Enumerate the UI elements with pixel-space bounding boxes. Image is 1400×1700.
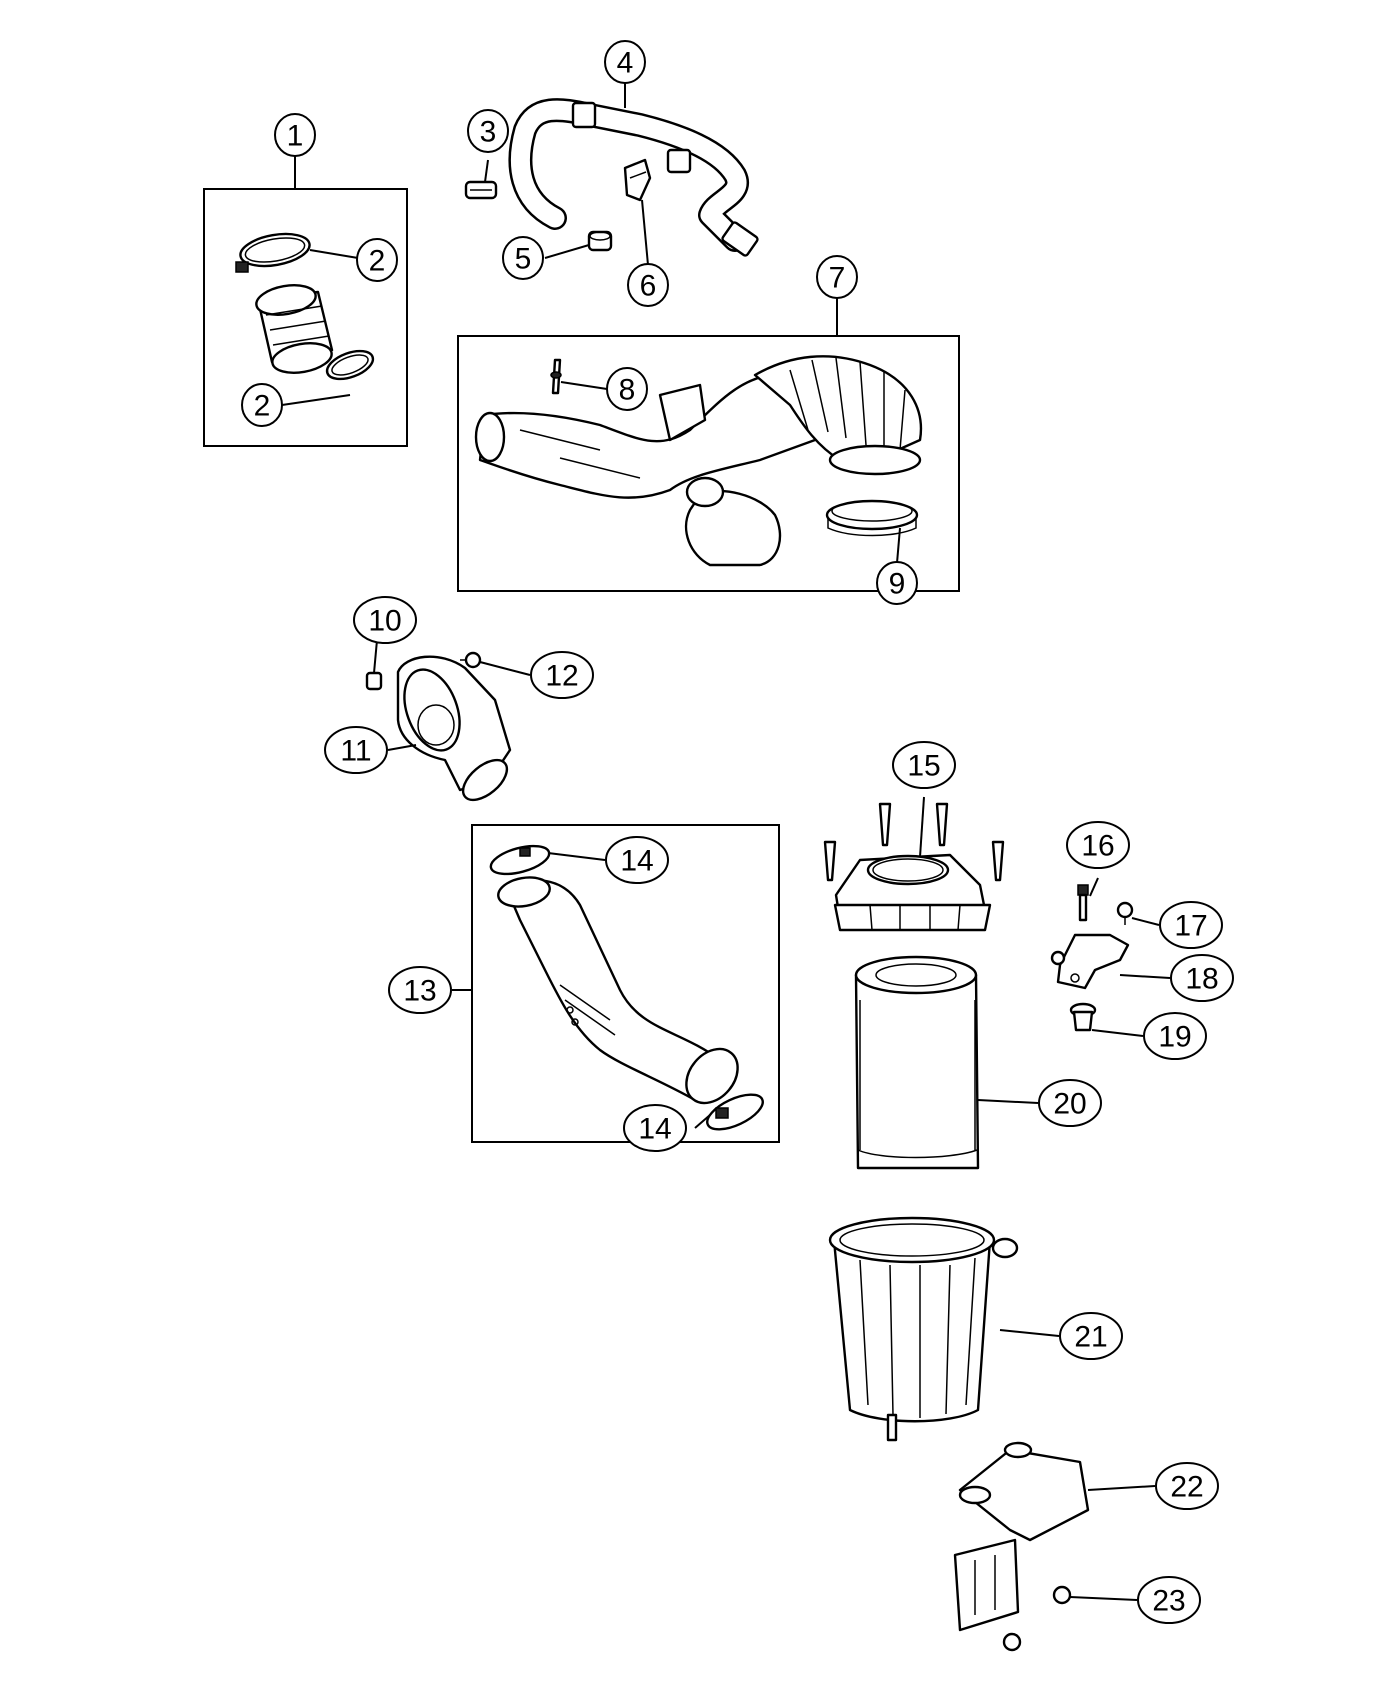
part-air-cleaner-cover	[823, 802, 1005, 932]
callout-23: 23	[1137, 1576, 1201, 1624]
callout-label: 22	[1170, 1471, 1203, 1504]
callout-label: 21	[1074, 1321, 1107, 1354]
callout-21: 21	[1059, 1312, 1123, 1360]
group-box-1	[203, 188, 408, 447]
callout-2-upper: 2	[356, 238, 398, 282]
part-clean-air-duct	[497, 876, 739, 1105]
callout-label: 9	[889, 568, 906, 601]
callout-4: 4	[604, 40, 646, 84]
callout-2-lower: 2	[241, 383, 283, 427]
callout-14-top: 14	[605, 836, 669, 884]
callout-label: 6	[640, 270, 657, 303]
part-nut-23	[1002, 1585, 1072, 1652]
callout-label: 15	[907, 750, 940, 783]
callout-label: 2	[254, 390, 271, 423]
leader-lines	[281, 83, 1171, 1601]
part-retainer-clip	[623, 158, 652, 202]
callout-label: 2	[369, 245, 386, 278]
callout-9: 9	[876, 561, 918, 605]
group-box-7	[457, 335, 960, 592]
callout-label: 14	[620, 845, 653, 878]
group-box-13	[471, 824, 780, 1143]
callout-8: 8	[606, 367, 648, 411]
part-air-inlet-duct	[474, 355, 923, 567]
callout-label: 19	[1158, 1021, 1191, 1054]
part-screw-12	[460, 651, 482, 669]
part-coupler-with-clamps	[235, 232, 375, 381]
callout-label: 16	[1081, 830, 1114, 863]
callout-6: 6	[627, 263, 669, 307]
callout-label: 8	[619, 374, 636, 407]
callout-label: 14	[638, 1113, 671, 1146]
callout-7: 7	[816, 255, 858, 299]
callout-17: 17	[1159, 901, 1223, 949]
callout-label: 5	[515, 243, 532, 276]
part-support-bracket	[953, 1441, 1090, 1632]
callout-label: 1	[287, 120, 304, 153]
callout-label: 18	[1185, 963, 1218, 996]
callout-12: 12	[530, 651, 594, 699]
part-cap-top	[489, 844, 551, 876]
part-clip-small	[365, 671, 383, 691]
part-large-clamp	[825, 499, 919, 537]
callout-label: 20	[1053, 1088, 1086, 1121]
part-air-cleaner-housing	[828, 1216, 1019, 1442]
callout-22: 22	[1155, 1462, 1219, 1510]
callout-13: 13	[388, 966, 452, 1014]
callout-label: 7	[829, 262, 846, 295]
callout-20: 20	[1038, 1079, 1102, 1127]
callout-19: 19	[1143, 1012, 1207, 1060]
callout-label: 3	[480, 116, 497, 149]
callout-5: 5	[502, 236, 544, 280]
part-grommet	[1069, 1002, 1097, 1032]
part-hose-clip	[464, 180, 498, 200]
callout-11: 11	[324, 726, 388, 774]
part-hose-clamp	[587, 230, 613, 252]
callout-label: 12	[545, 660, 578, 693]
callout-10: 10	[353, 596, 417, 644]
callout-16: 16	[1066, 821, 1130, 869]
callout-label: 11	[340, 735, 371, 768]
part-screw-17	[1116, 901, 1134, 925]
callout-3: 3	[467, 109, 509, 153]
callout-label: 17	[1174, 910, 1207, 943]
callout-label: 10	[368, 605, 401, 638]
part-bracket-18	[1050, 933, 1130, 990]
callout-label: 4	[617, 47, 634, 80]
callout-label: 13	[403, 975, 436, 1008]
part-air-filter	[854, 955, 980, 1170]
callout-15: 15	[892, 741, 956, 789]
part-push-pin	[550, 358, 562, 395]
part-air-inlet-adapter	[396, 655, 512, 802]
part-cap-bottom	[706, 1093, 764, 1131]
part-breather-hose	[508, 98, 759, 257]
callout-14-bottom: 14	[623, 1104, 687, 1152]
callout-label: 23	[1152, 1585, 1185, 1618]
callout-18: 18	[1170, 954, 1234, 1002]
part-bolt-16	[1077, 884, 1089, 922]
callout-1: 1	[274, 113, 316, 157]
